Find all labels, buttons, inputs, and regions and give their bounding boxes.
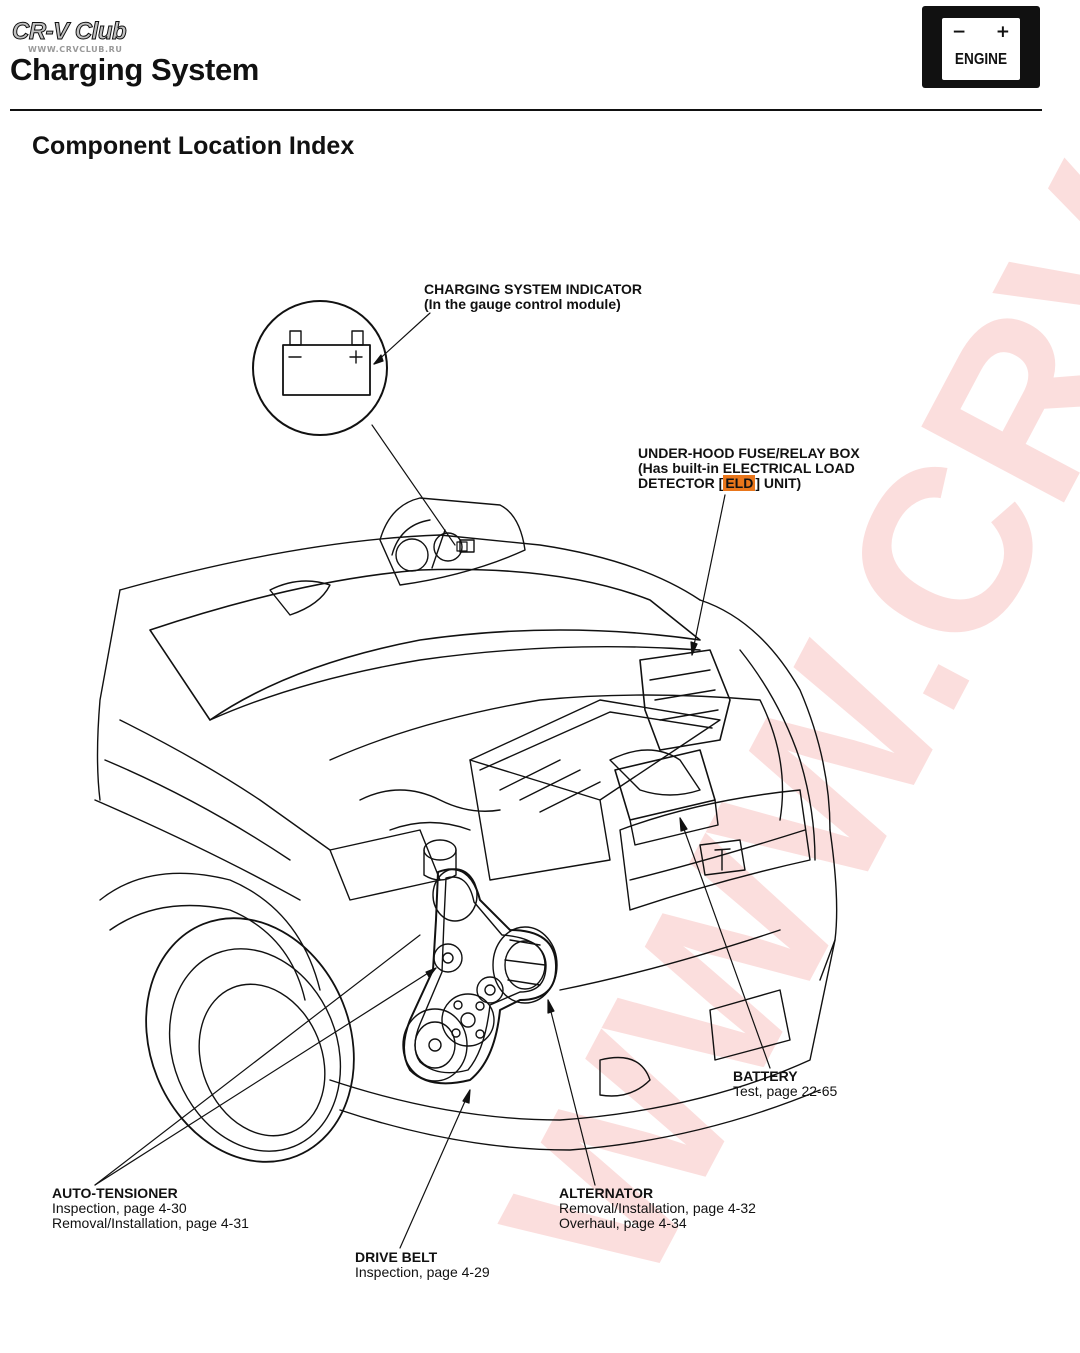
callout-title: BATTERY	[733, 1068, 798, 1084]
callout-title: CHARGING SYSTEM INDICATOR	[424, 281, 643, 297]
page-title: Charging System	[10, 52, 259, 87]
auto-tensioner-pulley	[433, 943, 463, 973]
logo-url: WWW.CRVCLUB.RU	[28, 45, 123, 54]
drive-belt	[403, 868, 558, 1085]
callout-title: UNDER-HOOD FUSE/RELAY BOX	[638, 445, 860, 461]
site-logo: CR-V Club WWW.CRVCLUB.RU	[11, 18, 172, 58]
section-subtitle: Component Location Index	[32, 132, 355, 160]
eld-suffix: ] UNIT)	[755, 475, 802, 491]
callout-ref-link[interactable]: Inspection, page 4-29	[355, 1264, 490, 1280]
callout-title: DRIVE BELT	[355, 1249, 438, 1265]
crank-pulley	[402, 1008, 468, 1082]
indicator-magnifier	[252, 300, 388, 436]
callout-title: ALTERNATOR	[559, 1185, 654, 1201]
logo-text: CR-V Club	[11, 18, 127, 46]
callout-battery: BATTERY Test, page 22-65	[733, 1069, 837, 1099]
accessory-drive	[402, 868, 558, 1085]
callout-alternator: ALTERNATOR Removal/Installation, page 4-…	[559, 1186, 756, 1231]
engine-section-badge: − + ENGINE	[922, 6, 1040, 88]
plus-terminal-icon: +	[995, 22, 1010, 42]
callout-ref-link[interactable]: Inspection, page 4-30	[52, 1200, 187, 1216]
minus-terminal-icon: −	[952, 22, 967, 42]
callout-title: AUTO-TENSIONER	[52, 1185, 178, 1201]
leader-lines	[94, 312, 771, 1249]
battery-icon: − + ENGINE	[942, 18, 1020, 80]
badge-label: ENGINE	[954, 51, 1008, 68]
callout-note-eld: DETECTOR [ELD] UNIT)	[638, 475, 860, 491]
callout-auto-tensioner: AUTO-TENSIONER Inspection, page 4-30 Rem…	[52, 1186, 249, 1231]
callout-fuse-box: UNDER-HOOD FUSE/RELAY BOX (Has built-in …	[638, 446, 860, 491]
callout-ref-link[interactable]: Overhaul, page 4-34	[559, 1215, 687, 1231]
callout-ref-link[interactable]: Removal/Installation, page 4-32	[559, 1200, 756, 1216]
callout-ref-link[interactable]: Removal/Installation, page 4-31	[52, 1215, 249, 1231]
eld-highlight: ELD	[723, 475, 756, 491]
callout-note: (Has built-in ELECTRICAL LOAD	[638, 460, 855, 476]
vehicle-body	[94, 497, 838, 1163]
callout-charging-indicator: CHARGING SYSTEM INDICATOR (In the gauge …	[424, 282, 642, 312]
callout-note: (In the gauge control module)	[424, 296, 621, 312]
header-rule	[10, 109, 1042, 111]
battery-icon	[282, 344, 371, 396]
callout-ref-link[interactable]: Test, page 22-65	[733, 1083, 838, 1099]
callout-drive-belt: DRIVE BELT Inspection, page 4-29	[355, 1250, 490, 1280]
engine-components	[329, 649, 731, 901]
eld-prefix: DETECTOR [	[638, 475, 724, 491]
